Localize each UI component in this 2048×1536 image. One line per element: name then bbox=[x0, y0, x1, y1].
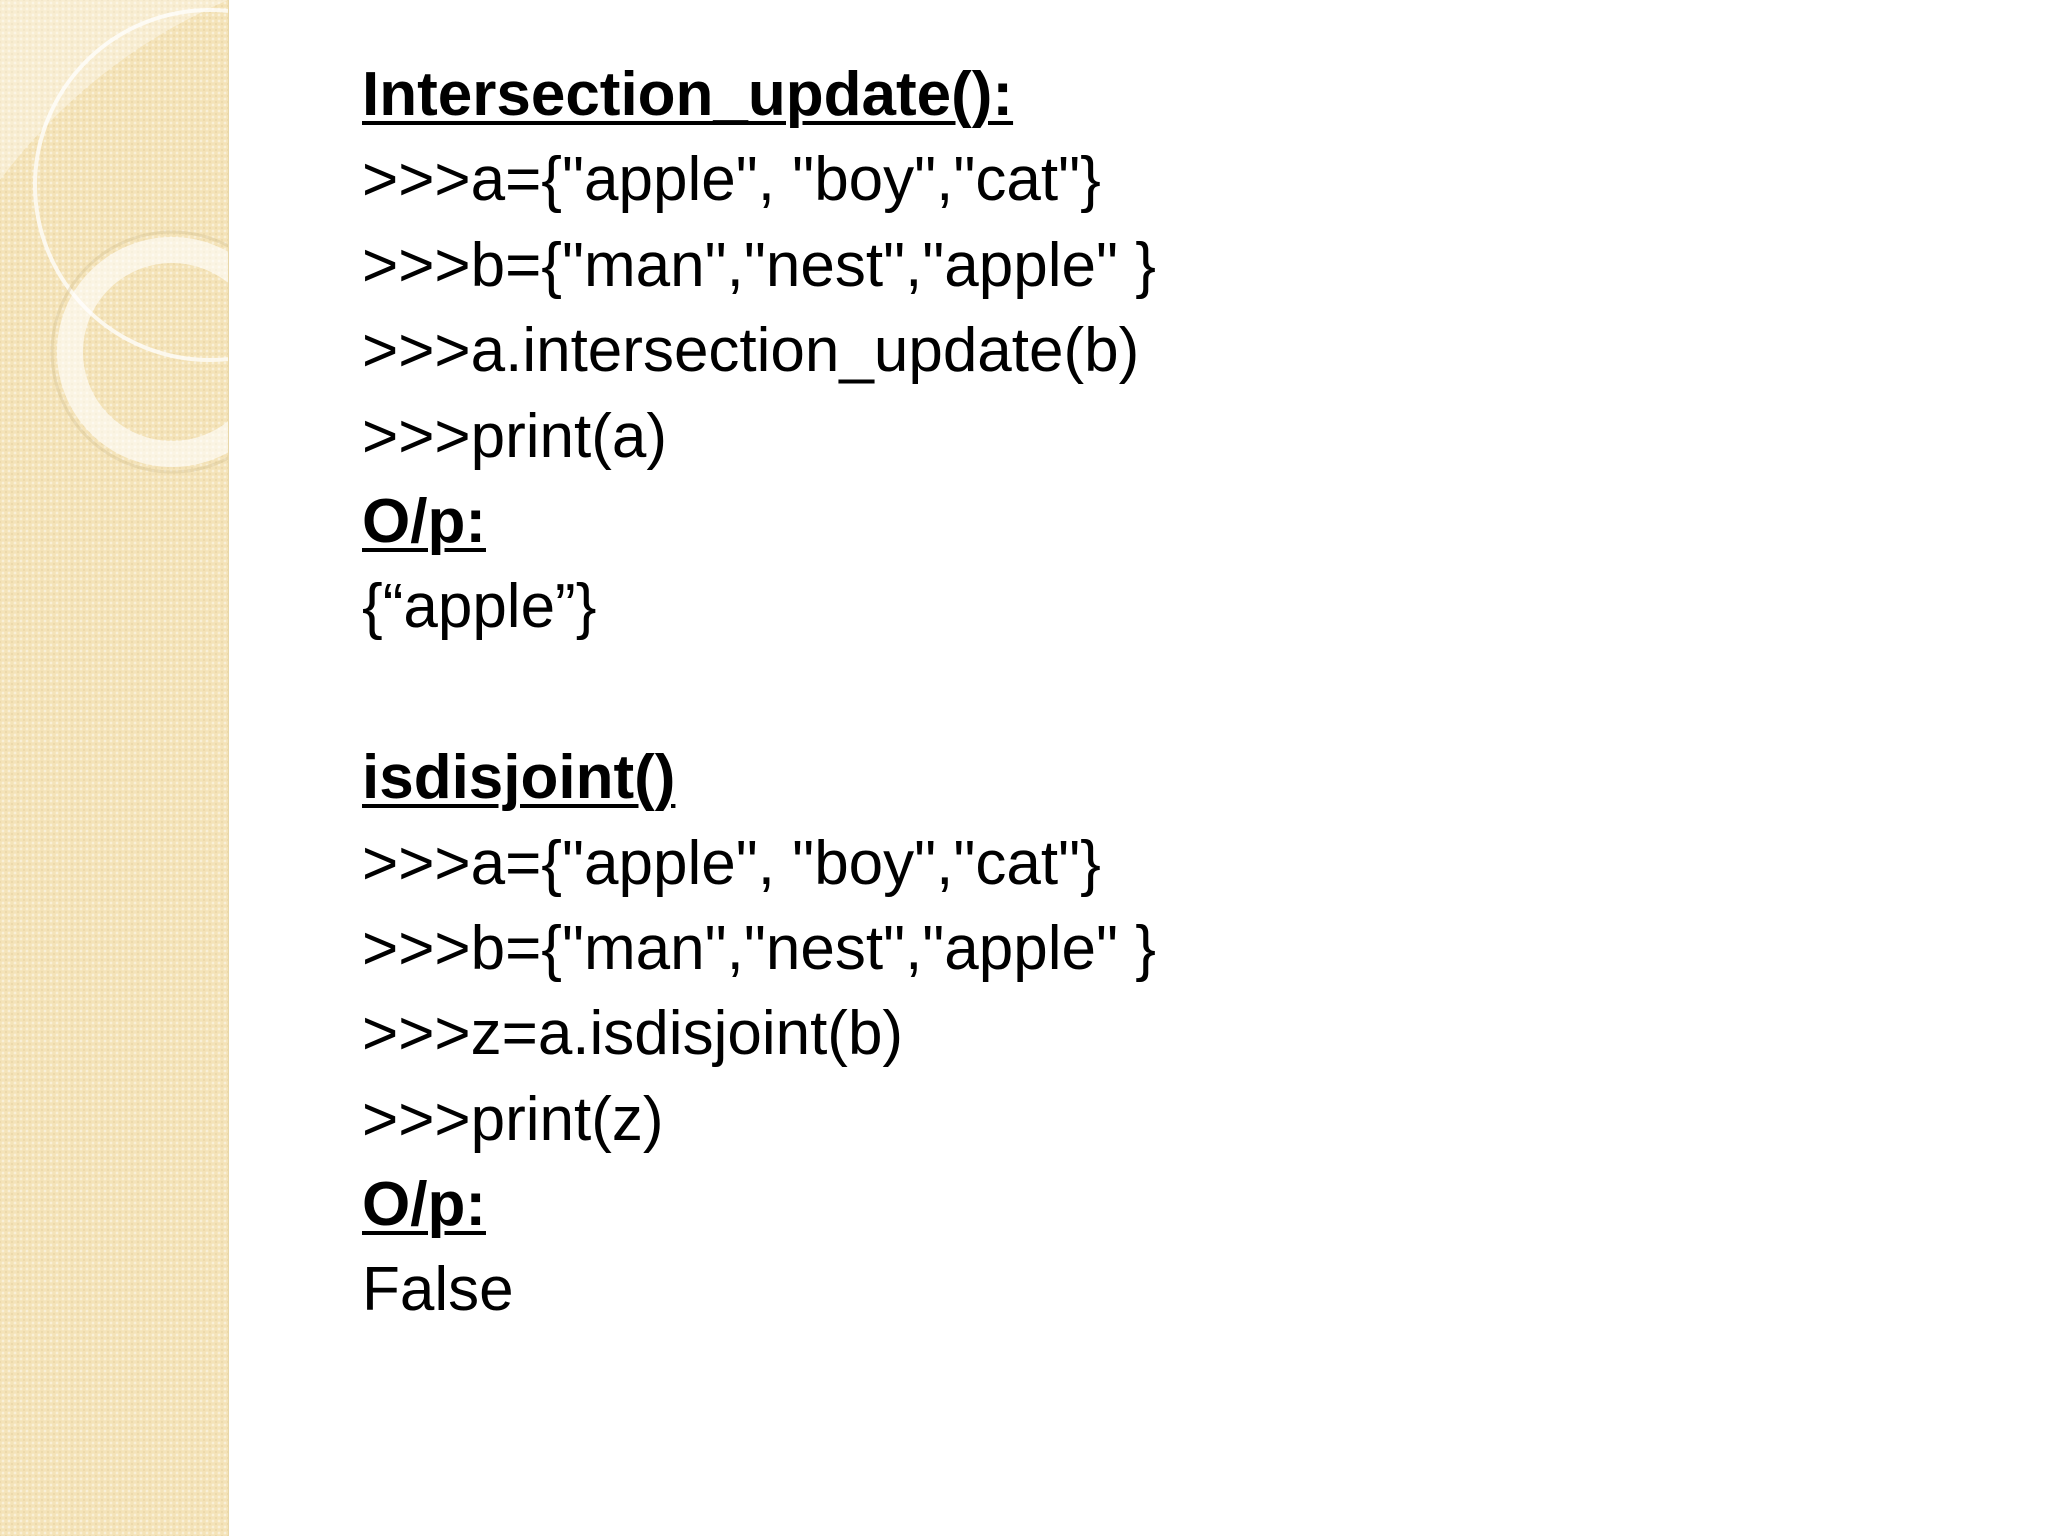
code-line: >>>a={"apple", "boy","cat"} bbox=[362, 828, 1101, 898]
section-heading-intersection-update: Intersection_update(): bbox=[362, 60, 1014, 129]
code-line: >>>b={"man","nest","apple" } bbox=[362, 913, 1156, 983]
output-label: O/p: bbox=[362, 1170, 486, 1240]
output-value: {“apple”} bbox=[362, 572, 597, 642]
decorative-large-ring bbox=[33, 8, 228, 362]
section-spacer bbox=[362, 650, 1962, 735]
decorative-circles-graphic bbox=[0, 0, 228, 474]
code-line: >>>a={"apple", "boy","cat"} bbox=[362, 145, 1101, 215]
code-line: >>>b={"man","nest","apple" } bbox=[362, 230, 1156, 300]
decorative-side-panel bbox=[0, 0, 229, 1536]
code-line: >>>z=a.isdisjoint(b) bbox=[362, 999, 904, 1069]
decorative-ring-outline bbox=[50, 230, 228, 474]
code-line: >>>a.intersection_update(b) bbox=[362, 316, 1140, 386]
code-line: >>>print(a) bbox=[362, 401, 668, 471]
output-label: O/p: bbox=[362, 486, 486, 556]
output-value: False bbox=[362, 1255, 514, 1325]
decorative-corner-shape bbox=[0, 0, 228, 180]
section-heading-isdisjoint: isdisjoint() bbox=[362, 743, 676, 813]
code-line: >>>print(z) bbox=[362, 1084, 664, 1154]
decorative-thick-ring bbox=[57, 237, 228, 467]
slide-content: Intersection_update(): >>>a={"apple", "b… bbox=[362, 52, 1962, 1333]
